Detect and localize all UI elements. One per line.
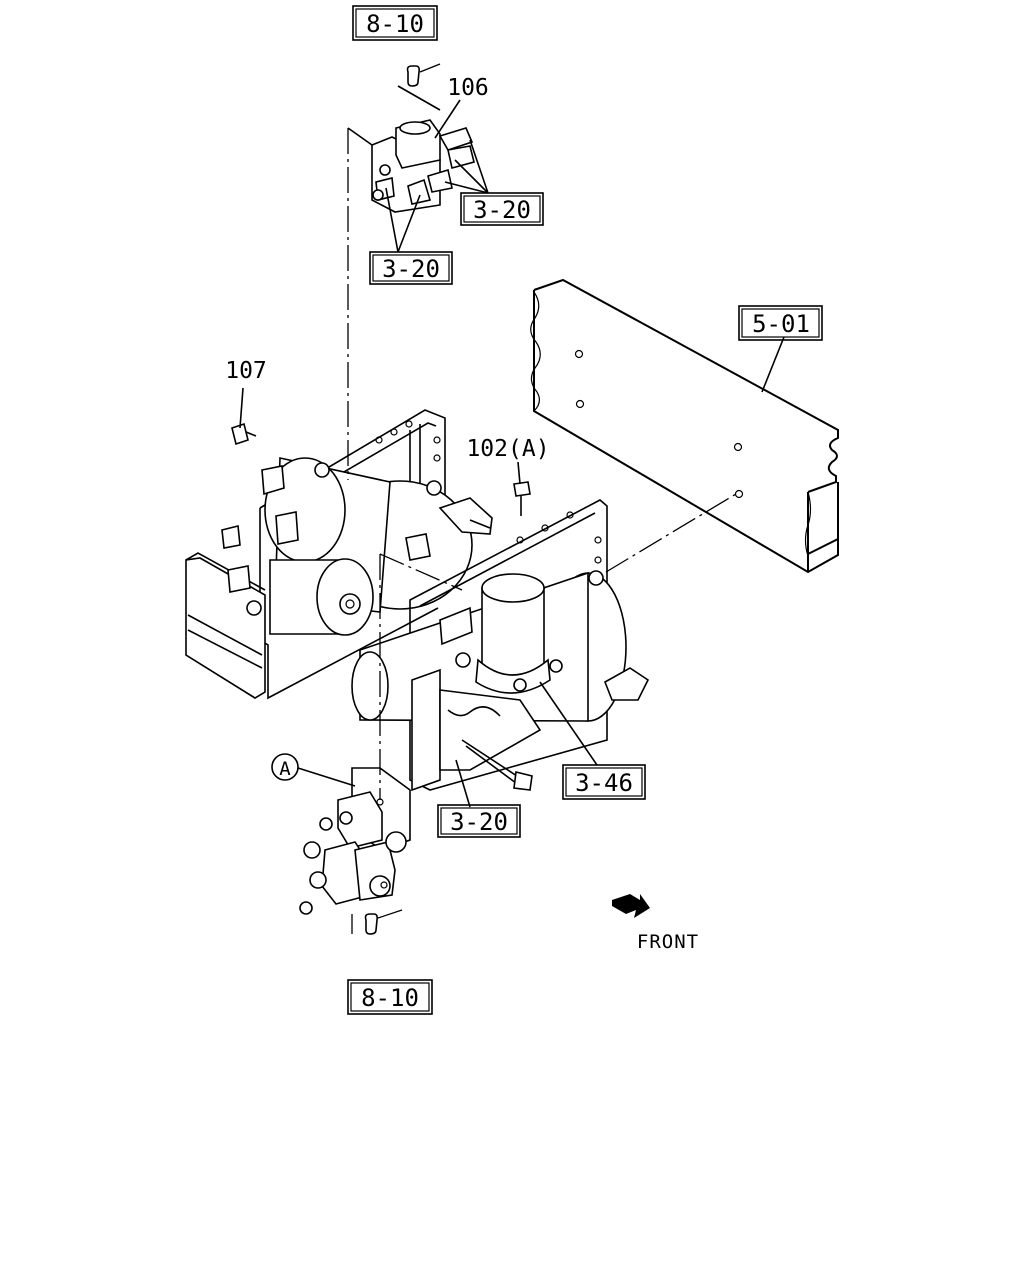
callout-text: 8-10 [361, 984, 419, 1012]
callout-3-20-left: 3-20 [369, 251, 453, 285]
callout-text: 5-01 [752, 310, 810, 338]
clip-top [406, 63, 441, 87]
callout-8-10-bottom: 8-10 [347, 979, 433, 1015]
part-label-106: 106 [447, 75, 489, 101]
callout-5-01: 5-01 [738, 305, 823, 341]
leader-lines [239, 99, 785, 808]
callout-3-20-bottom: 3-20 [437, 804, 521, 838]
callout-text: 8-10 [366, 10, 424, 38]
centerlines [347, 85, 737, 934]
part-label-102a: 102(A) [466, 436, 549, 462]
callout-detail-a: A [271, 753, 299, 781]
right-dryer-assembly [351, 499, 650, 792]
bolt-102a [513, 481, 531, 516]
frame-rail [530, 278, 839, 574]
bottom-relay-valve [299, 767, 411, 915]
clip-bottom [364, 909, 403, 935]
callout-3-46: 3-46 [562, 764, 646, 800]
bolt-107 [231, 422, 257, 446]
callout-text: 3-46 [575, 769, 633, 797]
callout-text: A [279, 758, 291, 780]
callout-text: 3-20 [382, 255, 440, 283]
front-arrow-icon [612, 894, 650, 918]
callout-text: 3-20 [473, 196, 531, 224]
callout-8-10-top: 8-10 [352, 5, 438, 41]
part-label-107: 107 [225, 358, 267, 384]
callout-3-20-right: 3-20 [460, 192, 544, 226]
top-solenoid-valve [371, 119, 475, 213]
callout-text: 3-20 [450, 808, 508, 836]
front-label: FRONT [637, 931, 699, 953]
